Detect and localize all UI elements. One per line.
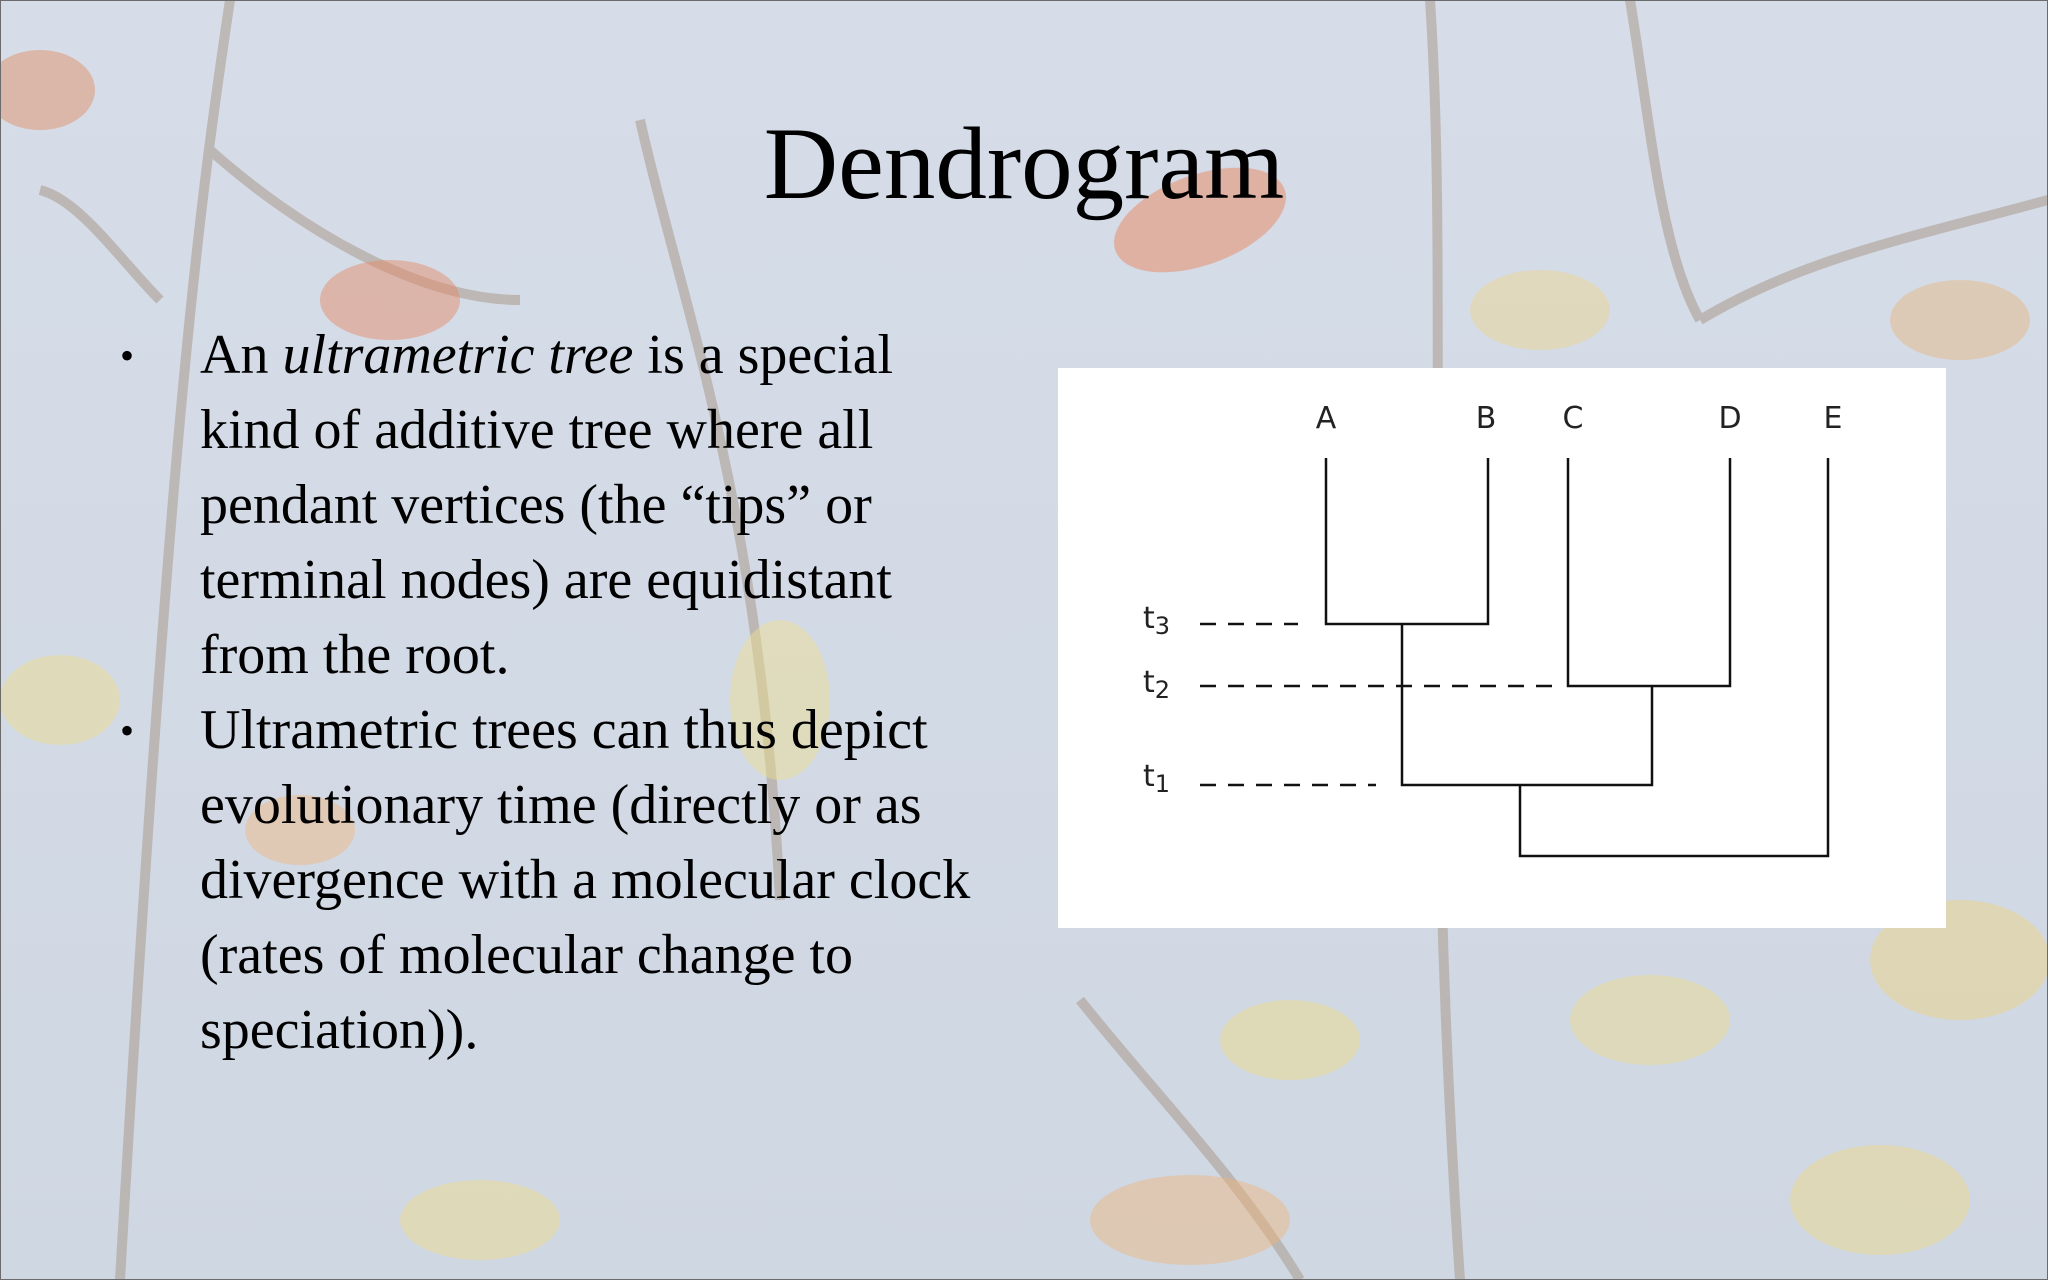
tip-label-b: B bbox=[1476, 401, 1497, 436]
branch-root-e bbox=[1518, 458, 1830, 858]
branch-abcd bbox=[1400, 624, 1654, 787]
bullet-item-2: • Ultrametric trees can thus depict evol… bbox=[120, 693, 1000, 1068]
bullet-list: • An ultrametric tree is a special kind … bbox=[120, 318, 1000, 1068]
time-label-t3: t3 bbox=[1143, 601, 1170, 640]
tip-label-d: D bbox=[1718, 401, 1741, 436]
bullet-1-emphasis: ultrametric tree bbox=[282, 324, 634, 386]
slide-title: Dendrogram bbox=[763, 107, 1285, 221]
bullet-1-post: is a special kind of additive tree where… bbox=[200, 324, 894, 686]
tip-label-c: C bbox=[1563, 401, 1584, 436]
tip-label-e: E bbox=[1824, 401, 1843, 436]
time-label-t2: t2 bbox=[1143, 665, 1170, 704]
bullet-glyph: • bbox=[120, 333, 135, 378]
bullet-glyph: • bbox=[120, 708, 135, 753]
dendrogram-figure: A B C D E t3 t2 t1 bbox=[1058, 368, 1946, 928]
bullet-1-pre: An bbox=[200, 324, 283, 386]
time-label-t1: t1 bbox=[1143, 759, 1170, 798]
tip-label-a: A bbox=[1316, 401, 1337, 436]
dendrogram-svg: A B C D E t3 t2 t1 bbox=[1143, 401, 1843, 858]
bullet-item-1: • An ultrametric tree is a special kind … bbox=[120, 318, 1000, 693]
bullet-2-text: Ultrametric trees can thus depict evolut… bbox=[200, 699, 971, 1061]
branch-ab bbox=[1324, 458, 1490, 626]
branch-cd bbox=[1566, 458, 1732, 688]
